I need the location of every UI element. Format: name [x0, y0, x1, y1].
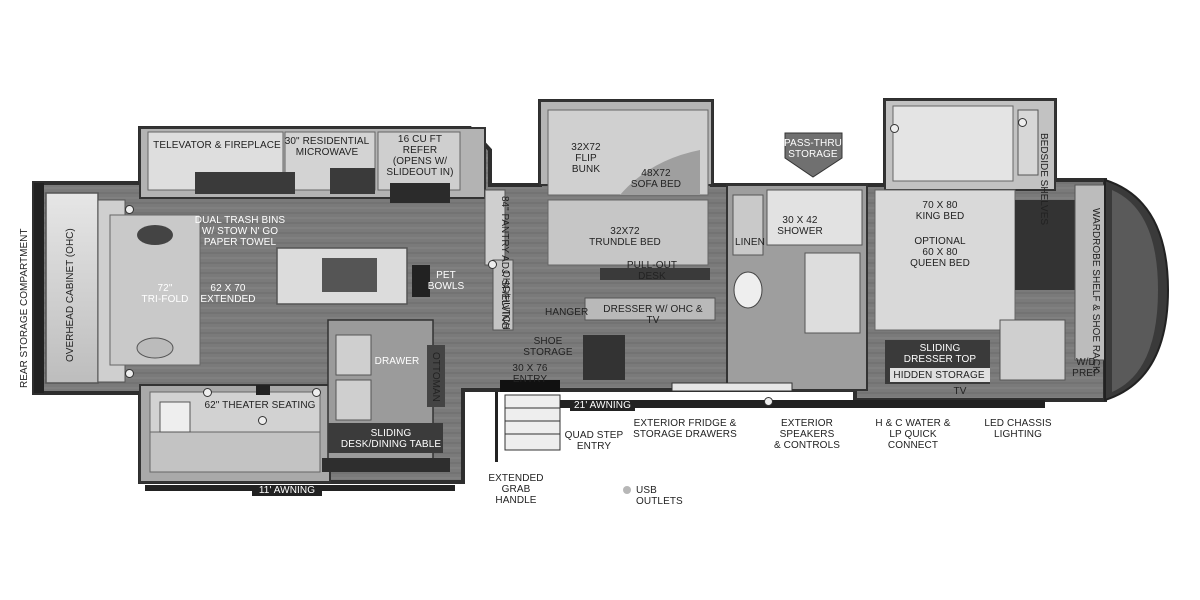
tri-fold-label: 72" TRI-FOLD: [141, 283, 189, 305]
awning-21-label: 21' AWNING: [570, 400, 635, 411]
pantry: [484, 189, 514, 331]
dual-trash-label: DUAL TRASH BINS w/ STOW N' GO PAPER TOWE…: [194, 215, 286, 248]
exterior-speakers-label: EXTERIOR SPEAKERS & CONTROLS: [773, 418, 840, 451]
sliding-desk-label: SLIDING DESK/DINING TABLE: [340, 428, 442, 450]
usb-outlet-marker: [125, 205, 134, 214]
entry-steps: [495, 380, 561, 462]
pet-bowls-label: PET BOWLS: [427, 270, 465, 292]
dresser-ohc-tv-label: DRESSER w/ OHC & TV: [603, 304, 703, 326]
hidden-storage-label: HIDDEN STORAGE: [893, 370, 985, 381]
usb-outlet-marker: [312, 388, 321, 397]
front-cap: [1104, 178, 1170, 402]
hc-water-label: H & C WATER & LP QUICK CONNECT: [875, 418, 951, 451]
usb-outlet-legend-dot: [623, 486, 631, 494]
refer-label: 16 CU FT REFER (OPENS W/ SLIDEOUT IN): [386, 134, 454, 178]
tv-label: TV: [953, 386, 967, 397]
pass-thru-label: PASS-THRU STORAGE: [784, 138, 842, 160]
bedside-shelves-label: BEDSIDE SHELVES: [1038, 133, 1049, 226]
rear-overhead-cabinet: [34, 183, 99, 393]
pass-thru-arrow: [784, 132, 843, 178]
quad-step-label: QUAD STEP ENTRY: [564, 430, 624, 452]
shoe-storage-label: SHOE STORAGE: [523, 336, 573, 358]
rear-storage-label: REAR STORAGE COMPARTMENT: [19, 228, 30, 388]
wardrobe-label: WARDROBE SHELF & SHOE RACK: [1090, 208, 1101, 373]
entry-label: 30 X 76 ENTRY: [512, 363, 548, 385]
awning-11-label: 11' AWNING: [252, 485, 322, 496]
usb-outlet-marker: [488, 260, 497, 269]
living-slideout-top: [139, 127, 486, 203]
overhead-cabinet-label: OVERHEAD CABINET (OHC): [65, 228, 76, 362]
microwave-label: 30" RESIDENTIAL MICROWAVE: [284, 136, 370, 158]
televator-label: TELEVATOR & FIREPLACE: [153, 140, 281, 151]
extended-label: 62 x 70 EXTENDED: [200, 283, 256, 305]
hanger-label: HANGER: [545, 307, 589, 318]
tri-fold-sofa: [97, 199, 201, 383]
sliding-desk-dining: [322, 319, 450, 472]
usb-outlet-marker: [890, 124, 899, 133]
grab-handle-label: EXTENDED GRAB HANDLE: [488, 473, 544, 506]
pull-out-desk-label: PULL-OUT DESK: [626, 260, 678, 282]
usb-outlet-marker: [125, 369, 134, 378]
ohc-hutch-label: OHC/HUTCH: [500, 270, 511, 330]
trundle-bed-label: 32x72 TRUNDLE BED: [589, 226, 661, 248]
ottoman-label: OTTOMAN: [430, 352, 441, 402]
usb-outlet-marker: [203, 388, 212, 397]
queen-bed-label: OPTIONAL 60 x 80 QUEEN BED: [910, 236, 970, 269]
sofa-bed-label: 48x72 SOFA BED: [630, 168, 682, 190]
bunk-room: [539, 100, 716, 380]
flip-bunk-label: 32x72 FLIP BUNK: [571, 142, 601, 175]
king-bed-label: 70 x 80 KING BED: [915, 200, 965, 222]
theater-seating-slideout: [139, 384, 331, 483]
kitchen-island: [276, 247, 430, 305]
exterior-fridge-label: EXTERIOR FRIDGE & STORAGE DRAWERS: [633, 418, 737, 440]
linen-label: LINEN: [735, 237, 765, 248]
usb-outlets-label: USB OUTLETS: [636, 485, 683, 507]
drawer-label: DRAWER: [374, 356, 420, 367]
bedroom: [874, 99, 1106, 384]
shower-label: 30 x 42 SHOWER: [777, 215, 823, 237]
sliding-dresser-label: SLIDING DRESSER TOP: [903, 343, 977, 365]
led-chassis-label: LED CHASSIS LIGHTING: [984, 418, 1052, 440]
theater-seating-label: 62" THEATER SEATING: [204, 400, 316, 411]
usb-outlet-marker: [764, 397, 773, 406]
bathroom: [726, 184, 868, 391]
usb-outlet-marker: [258, 416, 267, 425]
wd-prep-label: W/D PREP: [1072, 357, 1100, 379]
usb-outlet-marker: [1018, 118, 1027, 127]
